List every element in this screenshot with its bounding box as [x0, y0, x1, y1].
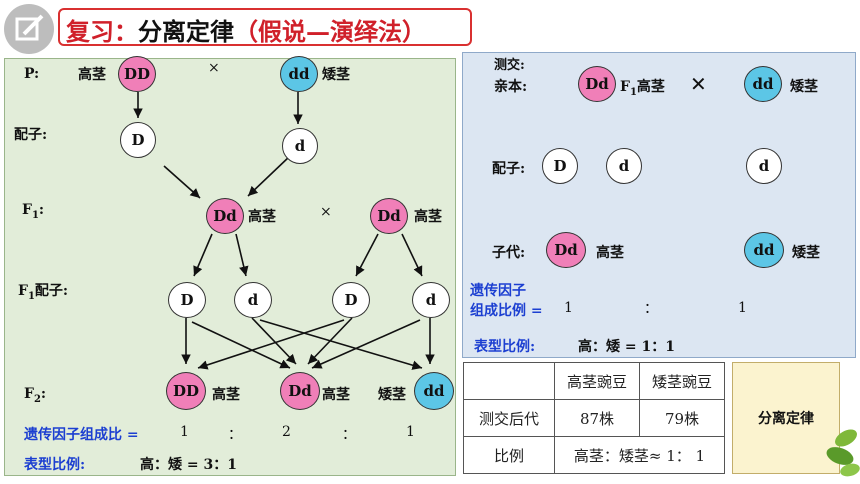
- f1-gamete-2: d: [234, 282, 272, 318]
- test-gamete-d-recessive-1: d: [606, 148, 642, 184]
- f2-dd-dominant: DD: [166, 372, 206, 410]
- table-cell-dwarf-count: 79株: [638, 399, 726, 437]
- law-of-segregation-box: 分离定律: [732, 362, 840, 474]
- f2-tall-2: 高茎: [322, 387, 350, 403]
- parent-dd-dominant: DD: [118, 56, 156, 92]
- title-main: 分离定律: [138, 17, 234, 46]
- f2-dwarf: 矮茎: [378, 387, 406, 403]
- table-cell-tall-count: 87株: [554, 399, 640, 437]
- table-header-dwarf: 矮茎豌豆: [638, 362, 726, 400]
- p-label: P:: [24, 66, 40, 82]
- test-ratio-label-2: 组成比例 =: [470, 303, 543, 319]
- offspring-dd-recessive: dd: [744, 232, 784, 268]
- table-row: 高茎豌豆 矮茎豌豆: [463, 362, 726, 400]
- phenotype-ratio-label: 表型比例:: [24, 457, 86, 473]
- table-cell: [463, 362, 555, 400]
- test-cross-panel: [462, 52, 856, 358]
- f1-gamete-label: F1配子:: [18, 283, 69, 302]
- genotype-ratio-1: 1: [180, 424, 189, 440]
- f1-cross-sign: ×: [320, 204, 332, 220]
- f1-dd-right: Dd: [370, 198, 408, 234]
- test-pheno-label: 表型比例:: [474, 339, 536, 355]
- f2-cross-panel: [4, 58, 456, 476]
- p-cross-sign: ×: [208, 60, 220, 76]
- title-frame: [58, 8, 472, 46]
- title-suffix: （假说—演绎法）: [234, 17, 426, 46]
- test-ratio-sep: ：: [644, 301, 658, 317]
- table-header-tall: 高茎豌豆: [554, 362, 640, 400]
- f1-gamete-4: d: [412, 282, 450, 318]
- genotype-ratio-sep-1: ：: [228, 427, 242, 443]
- edit-icon: [4, 4, 54, 54]
- test-pheno-value: 高：矮 = 1：1: [578, 339, 675, 355]
- f1-label: F1:: [22, 202, 45, 221]
- offspring-label: 子代:: [492, 245, 526, 261]
- test-ratio-1: 1: [564, 300, 573, 316]
- f1-dd-left: Dd: [206, 198, 244, 234]
- leaf-decoration-icon: [822, 420, 860, 480]
- f1-tall-right: 高茎: [414, 209, 442, 225]
- tall-label: 高茎: [78, 67, 106, 83]
- table-row-label: 测交后代: [463, 399, 555, 437]
- f2-tall-1: 高茎: [212, 387, 240, 403]
- table-row: 比例 高茎：矮茎≈ 1： 1: [463, 436, 725, 474]
- f2-dd-recessive: dd: [414, 372, 454, 410]
- test-gamete-d-dominant: D: [542, 148, 578, 184]
- title-prefix: 复习：: [66, 17, 138, 46]
- f1-gamete-1: D: [168, 282, 206, 318]
- f2-label: F2:: [24, 386, 47, 405]
- parent-label: 亲本:: [494, 79, 528, 95]
- genotype-ratio-label: 遗传因子组成比 =: [24, 427, 139, 443]
- gamete-d-dominant: D: [120, 122, 156, 158]
- offspring-dd-hetero: Dd: [546, 232, 586, 268]
- dwarf-label: 矮茎: [322, 67, 350, 83]
- test-cross-results-table: 高茎豌豆 矮茎豌豆 测交后代 87株 79株 比例 高茎：矮茎≈ 1： 1: [463, 362, 726, 474]
- table-ratio-label: 比例: [463, 436, 555, 474]
- phenotype-ratio-value: 高：矮 = 3：1: [140, 457, 237, 473]
- test-parent-dd-hetero: Dd: [578, 66, 616, 102]
- f2-dd-hetero: Dd: [280, 372, 320, 410]
- law-of-segregation-label: 分离定律: [758, 411, 814, 427]
- f1-gamete-3: D: [332, 282, 370, 318]
- test-ratio-2: 1: [738, 300, 747, 316]
- offspring-tall: 高茎: [596, 245, 624, 261]
- parent-dd-recessive: dd: [280, 56, 318, 92]
- f1-tall-left: 高茎: [248, 209, 276, 225]
- gamete-d-recessive: d: [282, 128, 318, 164]
- test-cross-sign: ✕: [690, 72, 707, 96]
- test-gamete-label: 配子:: [492, 161, 526, 177]
- table-ratio-value: 高茎：矮茎≈ 1： 1: [554, 436, 725, 474]
- genotype-ratio-3: 1: [406, 424, 415, 440]
- test-parent-dwarf: 矮茎: [790, 79, 818, 95]
- test-parent-f1-label: F1高茎: [620, 79, 665, 98]
- genotype-ratio-sep-2: ：: [342, 427, 356, 443]
- test-parent-dd-recessive: dd: [744, 66, 782, 102]
- table-row: 测交后代 87株 79株: [463, 399, 726, 437]
- genotype-ratio-2: 2: [282, 424, 291, 440]
- test-cross-label: 测交:: [494, 58, 525, 73]
- page-title: 复习：分离定律（假说—演绎法）: [66, 12, 426, 47]
- test-gamete-d-recessive-2: d: [746, 148, 782, 184]
- test-ratio-label-1: 遗传因子: [470, 283, 526, 299]
- offspring-dwarf: 矮茎: [792, 245, 820, 261]
- gamete-label: 配子:: [14, 127, 48, 143]
